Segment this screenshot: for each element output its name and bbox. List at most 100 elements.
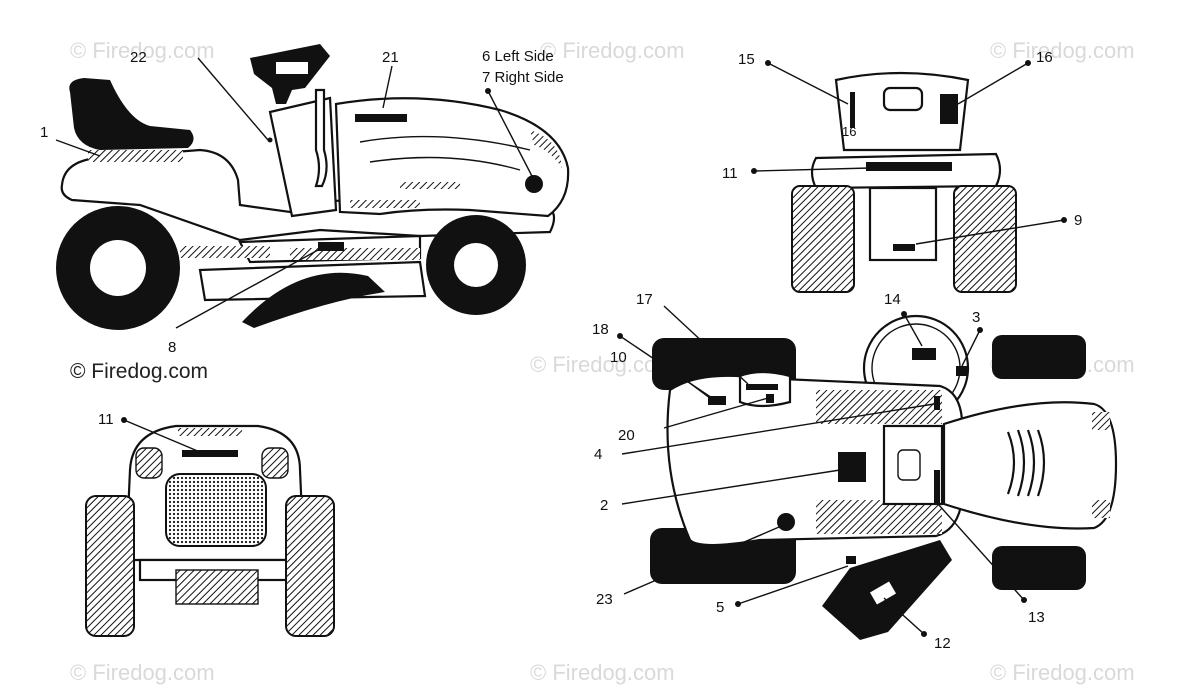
decal-11-front bbox=[182, 450, 238, 457]
hood-line bbox=[369, 156, 521, 171]
decal-13 bbox=[934, 470, 940, 504]
tire-front-left bbox=[992, 335, 1086, 379]
leader-8 bbox=[175, 249, 319, 329]
watermark-text: © Firedog.com bbox=[540, 38, 685, 63]
watermark-text: © Firedog.com bbox=[530, 660, 675, 685]
leader-10 bbox=[663, 363, 711, 399]
watermark-text: © Firedog.com bbox=[990, 660, 1135, 685]
decal-23 bbox=[777, 513, 795, 531]
hood-grille bbox=[530, 130, 562, 168]
leader-23 bbox=[623, 523, 787, 595]
watermark-text: © Firedog.com bbox=[70, 660, 215, 685]
rear-left-tire bbox=[791, 185, 855, 293]
tire-front-right bbox=[992, 546, 1086, 590]
leader-1 bbox=[55, 139, 101, 157]
callout-11-front: 11 bbox=[98, 411, 114, 428]
callout-13: 13 bbox=[1028, 609, 1045, 626]
callout-18: 18 bbox=[592, 321, 609, 338]
callout-10: 10 bbox=[610, 349, 627, 366]
leader-15 bbox=[767, 62, 849, 105]
decal-16 bbox=[940, 94, 958, 124]
callout-11-rear: 11 bbox=[722, 165, 738, 182]
label-16-inner: 16 bbox=[842, 124, 856, 139]
watermark-main: © Firedog.com bbox=[70, 360, 208, 383]
decal-15 bbox=[850, 92, 855, 128]
decal-5 bbox=[846, 556, 856, 564]
decal-10-18 bbox=[708, 396, 726, 405]
callout-14: 14 bbox=[884, 291, 901, 308]
watermark-text: © Firedog.com bbox=[70, 38, 215, 63]
console bbox=[882, 424, 944, 506]
discharge-chute bbox=[242, 272, 385, 328]
front-right-tire bbox=[285, 495, 335, 637]
callout-17: 17 bbox=[636, 291, 653, 308]
headlight-left bbox=[135, 447, 163, 479]
headlight-right bbox=[261, 447, 289, 479]
leader-20 bbox=[663, 397, 769, 429]
hood bbox=[334, 97, 570, 218]
leader-13 bbox=[937, 503, 1025, 601]
hood-top bbox=[942, 401, 1118, 530]
footrest-hatch bbox=[816, 390, 942, 424]
decal-6-7-left-right bbox=[525, 175, 543, 193]
hood-line bbox=[359, 135, 531, 151]
hood-front-hatch bbox=[1092, 412, 1110, 430]
tire-rear-right bbox=[650, 528, 796, 584]
leader-22 bbox=[197, 57, 269, 141]
leader-17 bbox=[663, 305, 749, 385]
hood-vent bbox=[350, 200, 420, 208]
decal-9 bbox=[893, 244, 915, 251]
callout-1: 1 bbox=[40, 124, 48, 141]
steering-wheel-center bbox=[276, 62, 308, 74]
leader-11-front bbox=[123, 419, 201, 453]
leader-6-7 bbox=[487, 90, 535, 181]
callout-6: 6 Left Side bbox=[482, 48, 554, 65]
rear-wheel-hub bbox=[90, 240, 146, 296]
callout-23: 23 bbox=[596, 591, 613, 608]
hood-front-hatch bbox=[1092, 500, 1110, 518]
decal-21 bbox=[355, 114, 407, 122]
leader-12 bbox=[883, 597, 925, 635]
leader-9 bbox=[915, 219, 1065, 245]
callout-21: 21 bbox=[382, 49, 399, 66]
decal-11-rear bbox=[866, 162, 952, 171]
rear-view: 16 15 16 11 9 bbox=[722, 49, 1082, 293]
leader-16 bbox=[957, 62, 1029, 105]
leader-11-rear bbox=[753, 167, 871, 172]
front-wheel-hub bbox=[454, 243, 498, 287]
decal-17 bbox=[746, 384, 778, 390]
seat bbox=[69, 78, 194, 150]
front-left-tire bbox=[85, 495, 135, 637]
watermark-text: © Firedog.com bbox=[990, 38, 1135, 63]
leader-dot bbox=[267, 137, 273, 143]
callout-9: 9 bbox=[1074, 212, 1082, 229]
lever bbox=[314, 88, 328, 188]
decal-3 bbox=[956, 366, 968, 376]
leader-2 bbox=[621, 469, 841, 505]
callout-12: 12 bbox=[934, 635, 951, 652]
seat-handle bbox=[882, 86, 924, 112]
decal-20 bbox=[766, 394, 774, 403]
side-view: 22 21 6 Left Side 7 Right Side 1 8 © Fir… bbox=[40, 44, 570, 383]
decal-14 bbox=[912, 348, 936, 360]
hood-top-vent bbox=[178, 428, 242, 436]
leader-3 bbox=[961, 329, 981, 367]
decal-8 bbox=[318, 242, 344, 251]
front-deck bbox=[175, 569, 259, 605]
decal-2 bbox=[838, 452, 866, 482]
decal-seat-hatch bbox=[88, 150, 183, 162]
callout-8: 8 bbox=[168, 339, 176, 356]
footrest-hatch bbox=[816, 500, 942, 534]
decal-4 bbox=[934, 396, 940, 410]
callout-5: 5 bbox=[716, 599, 724, 616]
console-key bbox=[897, 449, 921, 481]
leader-5 bbox=[737, 565, 849, 605]
decal-12 bbox=[869, 581, 897, 605]
rear-hitch-plate bbox=[868, 186, 938, 262]
leader-4 bbox=[621, 403, 935, 455]
callout-2: 2 bbox=[600, 497, 608, 514]
rear-right-tire bbox=[953, 185, 1017, 293]
callout-3: 3 bbox=[972, 309, 980, 326]
hood-vents bbox=[1006, 429, 1046, 497]
